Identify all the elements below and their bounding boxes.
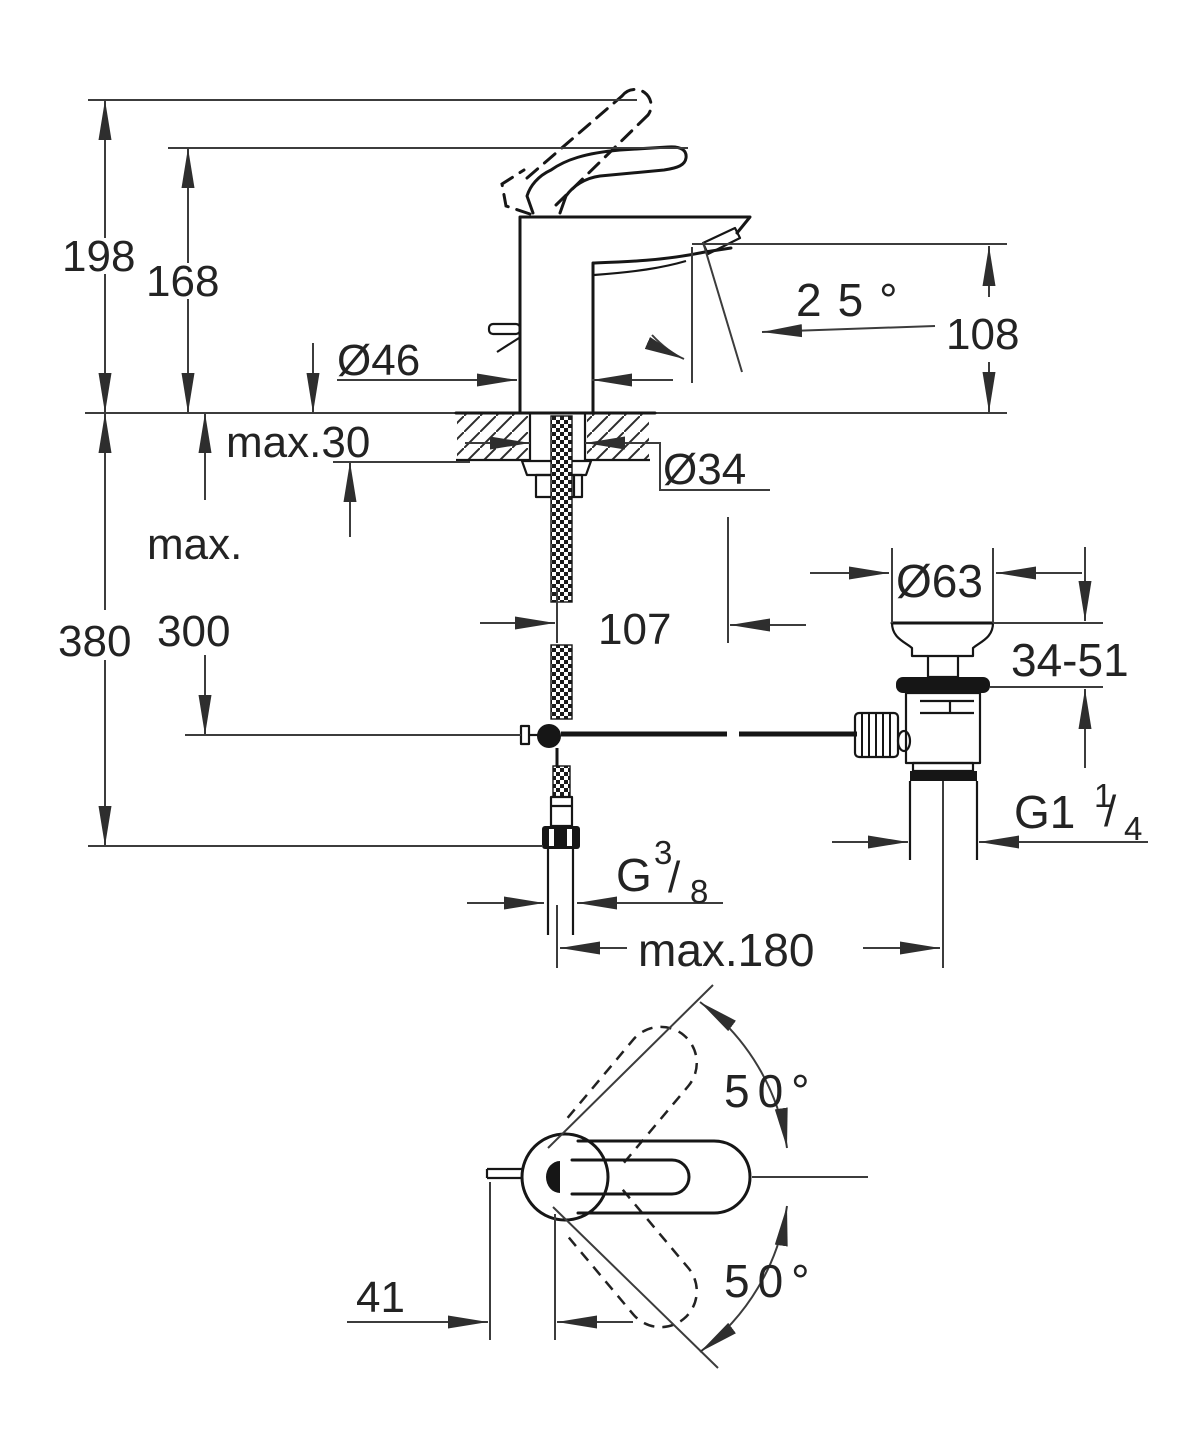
dim-41: 41	[347, 1182, 633, 1340]
label-waste-diameter: Ø63	[896, 555, 983, 607]
label-handle-axis-offset: 41	[356, 1273, 405, 1322]
faucet-front-view	[487, 87, 752, 415]
faucet-body-outline	[518, 215, 752, 415]
swivel-boundary-lower	[552, 1206, 719, 1369]
hose-braid-lower	[552, 765, 571, 798]
faucet-spout-underside	[591, 246, 733, 415]
spray-arc-arrow	[644, 334, 685, 360]
hose-braid-upper	[550, 415, 573, 603]
waste-knob	[926, 654, 960, 679]
rod-pivot	[896, 729, 912, 753]
label-waste-thread: G1	[1014, 786, 1075, 838]
dimension-annotations: 198 168 25° 108 Ø46	[58, 99, 1148, 976]
mounting-and-hose	[519, 415, 857, 935]
hose-braid-middle	[550, 644, 573, 720]
counter-hatch-right	[587, 414, 649, 459]
knurl-lines	[861, 713, 891, 757]
label-overall-height: 198	[62, 232, 135, 281]
dim-d34: Ø34	[465, 436, 770, 494]
label-supply-thread-slash: /	[668, 853, 681, 902]
dim-g38: G 3 / 8	[467, 834, 723, 910]
dim-108: 108	[946, 246, 1019, 412]
swivel-boundary-upper	[547, 984, 714, 1149]
label-spout-angle: 25°	[796, 274, 914, 326]
dim-d46: Ø46	[337, 336, 673, 387]
swivel-arc-upper	[699, 1001, 788, 1149]
plan-handle-ghost-upper	[566, 1025, 699, 1165]
label-swivel-upper: 50°	[724, 1065, 818, 1117]
waste-waist-right	[958, 622, 995, 658]
dim-max30: max.30	[226, 343, 470, 537]
plan-cartridge-dot	[546, 1161, 560, 1193]
drain-flange	[896, 677, 990, 693]
hose-nut	[542, 826, 580, 849]
label-depth-below-deck: 380	[58, 617, 131, 666]
label-hose-max-word: max.	[147, 520, 242, 569]
label-deck-thickness: max.30	[226, 418, 370, 467]
plan-handle-outer	[576, 1139, 752, 1215]
rod-end-cap	[519, 724, 531, 746]
label-supply-thread-den: 8	[690, 873, 708, 910]
dim-168: 168	[146, 148, 219, 413]
counter-hatch-left	[457, 414, 528, 459]
dim-max300: max. 300	[147, 413, 521, 736]
dim-34-51: 34-51	[990, 547, 1129, 768]
dim-max180: max.180	[556, 900, 944, 976]
swivel-arc-lower	[699, 1205, 788, 1353]
plan-view: 50° 50° 41	[347, 984, 868, 1369]
dim-25deg: 25°	[761, 274, 936, 338]
label-waste-deck-range: 34-51	[1011, 634, 1129, 686]
label-supply-thread-num: 3	[654, 834, 672, 871]
label-waste-thread-num: 1	[1094, 777, 1112, 814]
label-spout-outlet-height: 108	[946, 310, 1019, 359]
dim-107: 107	[480, 517, 806, 654]
drain-body	[904, 691, 982, 765]
label-hole-diameter: Ø34	[663, 445, 746, 494]
label-hose-max-value: 300	[157, 607, 230, 656]
plan-handle-inner	[570, 1158, 691, 1196]
faucet-handle-ghost	[500, 87, 653, 216]
plan-handle-ghost-lower	[566, 1189, 699, 1329]
label-pull-rod-max: max.180	[638, 924, 814, 976]
plan-body-circle	[520, 1132, 610, 1222]
label-supply-thread: G	[616, 849, 652, 901]
waste-waist-left	[890, 622, 928, 658]
dim-380: 380	[58, 413, 543, 847]
counter-section	[85, 411, 1007, 462]
label-waste-thread-slash: /	[1104, 787, 1117, 836]
hose-fitting	[549, 795, 574, 828]
spray-angle-line	[702, 241, 743, 373]
pull-rod-knob	[487, 322, 522, 353]
ball-joint	[537, 724, 561, 748]
dim-g114: G1 1 / 4	[832, 777, 1148, 849]
plan-spout-tab	[485, 1167, 522, 1180]
dim-198: 198	[62, 100, 135, 413]
tailpipe-collar	[910, 771, 977, 781]
pop-up-drain	[853, 621, 995, 968]
label-body-diameter: Ø46	[337, 336, 420, 385]
label-swivel-lower: 50°	[724, 1255, 818, 1307]
dim-d63: Ø63	[810, 548, 1082, 623]
label-handle-height: 168	[146, 257, 219, 306]
label-spout-reach: 107	[598, 605, 671, 654]
label-waste-thread-den: 4	[1124, 810, 1142, 847]
faucet-spout-inner-line	[593, 259, 687, 277]
